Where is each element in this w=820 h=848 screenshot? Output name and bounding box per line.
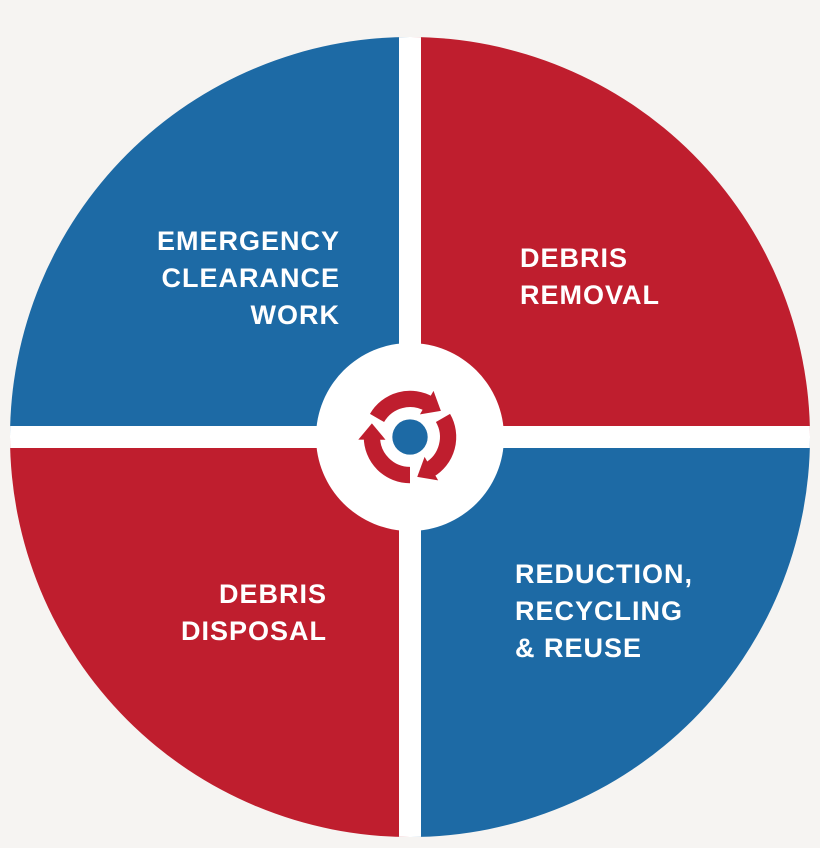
center-hub [316, 343, 504, 531]
cycle-circle: EMERGENCY CLEARANCE WORK DEBRIS REMOVAL … [10, 37, 810, 837]
label-line: DEBRIS [218, 579, 327, 609]
label-line: & REUSE [515, 633, 643, 663]
label-line: REDUCTION, [515, 559, 693, 589]
label-emergency-clearance-work: EMERGENCY CLEARANCE WORK [157, 223, 340, 334]
label-line: DEBRIS [520, 243, 629, 273]
quadrant-reduction-recycling-reuse [410, 437, 810, 837]
label-debris-disposal: DEBRIS DISPOSAL [181, 576, 327, 650]
label-debris-removal: DEBRIS REMOVAL [520, 240, 660, 314]
label-reduction-recycling-reuse: REDUCTION, RECYCLING & REUSE [515, 556, 693, 667]
label-line: REMOVAL [520, 280, 660, 310]
label-line: WORK [250, 300, 340, 330]
label-line: EMERGENCY [156, 226, 340, 256]
label-line: RECYCLING [515, 596, 684, 626]
label-line: CLEARANCE [161, 263, 340, 293]
cycle-arrows-icon [342, 369, 478, 505]
label-line: DISPOSAL [180, 616, 327, 646]
center-dot [392, 419, 428, 455]
